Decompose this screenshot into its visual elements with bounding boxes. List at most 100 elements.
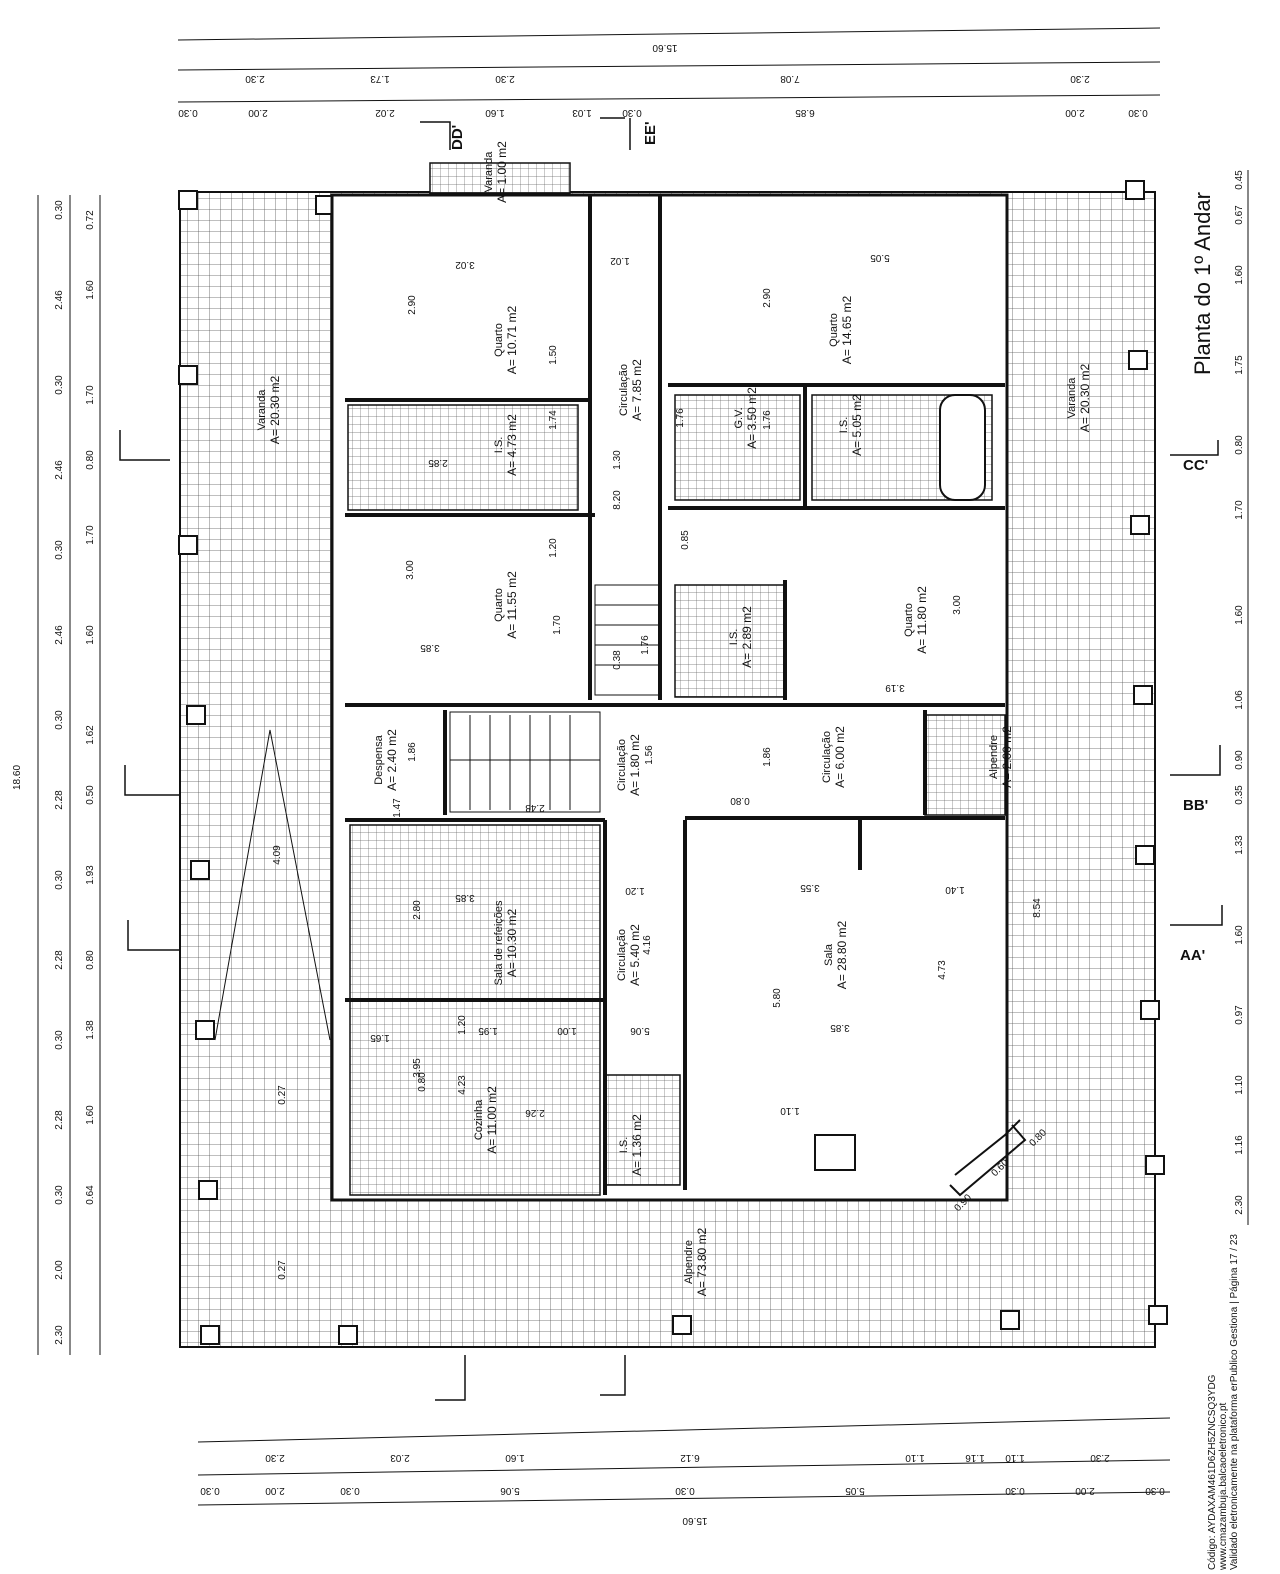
pillar <box>200 1325 220 1345</box>
pillar <box>195 1020 215 1040</box>
stairs <box>449 584 661 813</box>
left-dimensions: 0.302.460.302.460.302.460.302.280.302.28… <box>12 195 101 1355</box>
dimension-label: 1.60 <box>1234 925 1245 945</box>
room-area: A= 11.80 m2 <box>915 586 929 654</box>
dimension-label: 1.16 <box>1234 1135 1245 1155</box>
dimension-label: 1.60 <box>1234 265 1245 285</box>
dimension-label: 5.05 <box>870 252 890 263</box>
dimension-label: 0.80 <box>1234 435 1245 455</box>
pillar <box>190 860 210 880</box>
dimension-label: 1.76 <box>640 635 651 655</box>
dimension-label: 3.00 <box>952 595 963 615</box>
dimension-label: 3.85 <box>420 642 440 653</box>
dimension-label: 1.76 <box>762 410 773 430</box>
dimension-label: 1.38 <box>85 1020 96 1040</box>
room-area: A= 20.30 m2 <box>1078 363 1092 432</box>
room-name: I.S. <box>618 1137 630 1154</box>
dimension-label: 3.95 <box>412 1058 423 1078</box>
dimension-label: 2.90 <box>762 288 773 308</box>
dimension-label: 0.30 <box>1005 1485 1025 1496</box>
bay-window <box>949 1119 1027 1197</box>
dimension-label: 1.70 <box>85 525 96 545</box>
pillar <box>672 1315 692 1335</box>
dimension-label: 0.72 <box>85 210 96 230</box>
dimension-label: 2.28 <box>54 790 65 810</box>
dimension-label: 0.50 <box>85 785 96 805</box>
pillar <box>1125 180 1145 200</box>
room-name: Circulação <box>821 731 833 783</box>
dimension-label: 2.00 <box>1065 107 1085 118</box>
room-area: A= 5.40 m2 <box>628 924 642 986</box>
dimension-label: 1.30 <box>612 450 623 470</box>
dimension-label: 5.06 <box>500 1485 520 1496</box>
dimension-label: 2.30 <box>1070 73 1090 84</box>
dimension-label: 0.30 <box>54 870 65 890</box>
footer-url: www.cmazambuja.balcaoeletronico.pt <box>1218 1402 1229 1571</box>
room-area: A= 3.50 m2 <box>745 387 759 449</box>
dimension-label: 0.97 <box>1234 1005 1245 1025</box>
room-name: Cozinha <box>473 1099 485 1140</box>
pillar <box>178 535 198 555</box>
dimension-label: 0.30 <box>54 375 65 395</box>
room-name: I.S. <box>728 629 740 646</box>
pillar <box>1135 845 1155 865</box>
room-name: G.V. <box>733 408 745 429</box>
dimension-label: 0.30 <box>178 107 198 118</box>
room-name: Despensa <box>373 734 385 784</box>
room-area: A= 6.00 m2 <box>833 726 847 788</box>
dimension-label: 0.35 <box>1234 785 1245 805</box>
room-area: A= 14.65 m2 <box>840 295 854 364</box>
room-name: Alpendre <box>683 1240 695 1284</box>
room-name: Circulação <box>616 739 628 791</box>
pillar <box>198 1180 218 1200</box>
dimension-label: 2.28 <box>54 1110 65 1130</box>
dimension-label: 1.06 <box>1234 690 1245 710</box>
dimension-label: 1.56 <box>644 745 655 765</box>
top-balcony <box>429 162 571 194</box>
room-label: I.S.A= 2.89 m2 <box>728 606 754 668</box>
dimension-label: 1.20 <box>625 885 645 896</box>
dimension-label: 1.60 <box>485 107 505 118</box>
dimension-label: 1.65 <box>370 1032 390 1043</box>
section-label-aa: AA' <box>1180 947 1205 964</box>
footer-code: Código: AYDAXAM461D6ZH5ZNCSQ3YDG <box>1207 1374 1218 1570</box>
dimension-label: 1.73 <box>370 73 390 84</box>
dimension-label: 1.60 <box>505 1452 525 1463</box>
pillar <box>1140 1000 1160 1020</box>
dimension-label: 1.75 <box>1234 355 1245 375</box>
dimension-label: 1.62 <box>85 725 96 745</box>
dimension-label: 2.30 <box>265 1452 285 1463</box>
dimension-label: 1.60 <box>1234 605 1245 625</box>
room-name: Varanda <box>483 151 495 193</box>
dimension-label: 2.46 <box>54 625 65 645</box>
dimension-label: 0.30 <box>54 200 65 220</box>
dimension-label: 1.60 <box>85 280 96 300</box>
dimension-label: 1.00 <box>557 1025 577 1036</box>
section-marks <box>119 117 1223 1401</box>
room-area: A= 10.30 m2 <box>505 908 519 977</box>
dimension-label: 1.50 <box>548 345 559 365</box>
bottom-overall-dim: 15.60 <box>682 1515 707 1526</box>
dimension-label: 5.06 <box>630 1025 650 1036</box>
dimension-label: 1.95 <box>478 1025 498 1036</box>
pillar <box>1130 515 1150 535</box>
dimension-label: 1.03 <box>572 107 592 118</box>
room-name: I.S. <box>493 437 505 454</box>
room-area: A= 4.73 m2 <box>505 414 519 476</box>
dimension-label: 1.20 <box>548 538 559 558</box>
fireplace <box>814 1134 856 1171</box>
pillars <box>178 180 1168 1345</box>
pillar <box>1000 1310 1020 1330</box>
dimension-label: 1.70 <box>552 615 563 635</box>
room-area: A= 28.80 m2 <box>835 920 849 989</box>
dimension-label: 0.27 <box>277 1260 288 1280</box>
